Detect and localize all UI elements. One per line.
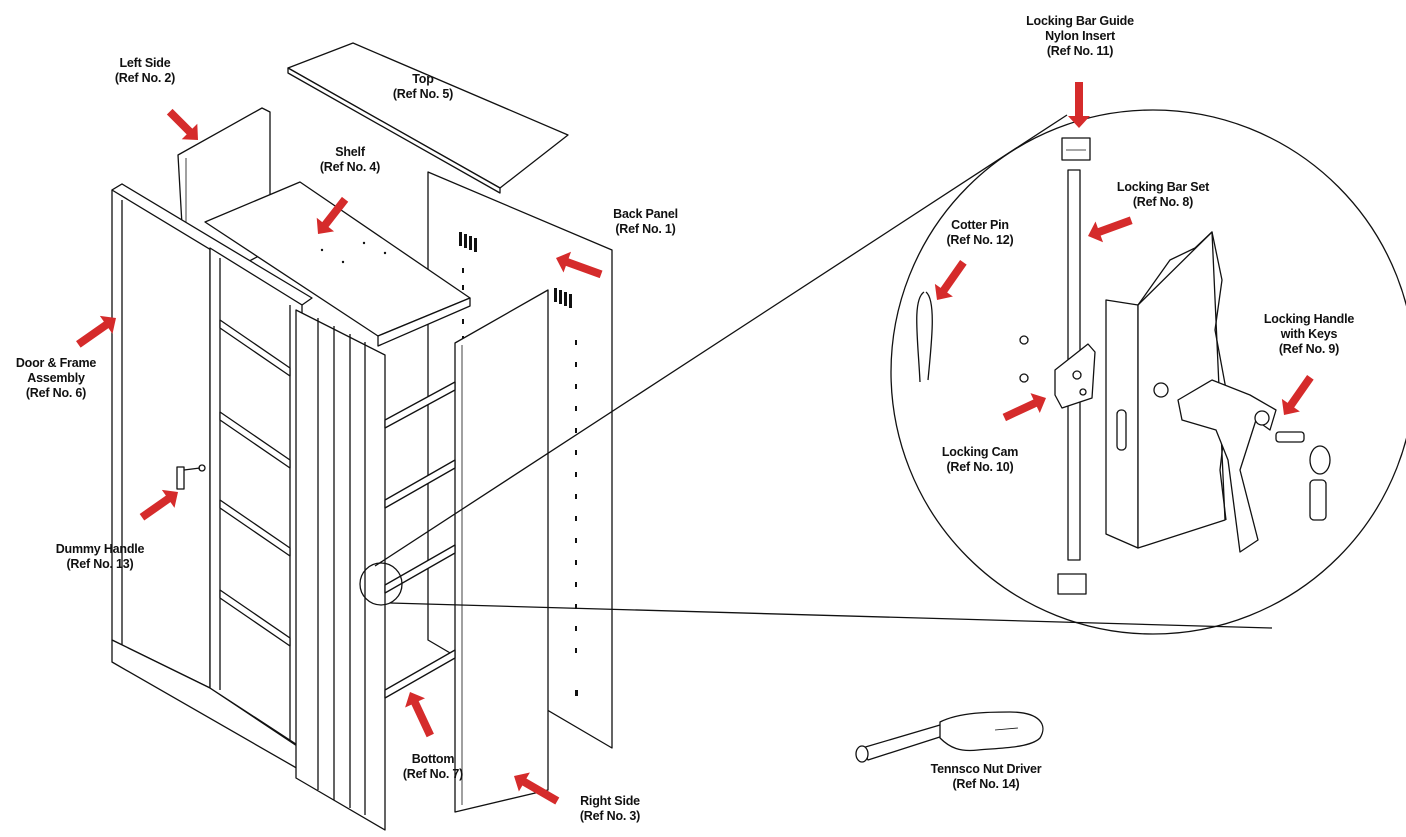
locking-mechanism bbox=[916, 137, 1331, 595]
top-panel bbox=[287, 42, 569, 194]
right-side-panel bbox=[454, 289, 549, 813]
label-left-side: Left Side(Ref No. 2) bbox=[114, 56, 176, 85]
label-dummy-handle: Dummy Handle(Ref No. 13) bbox=[55, 542, 145, 571]
label-shelf: Shelf(Ref No. 4) bbox=[319, 145, 381, 174]
label-bottom: Bottom(Ref No. 7) bbox=[402, 752, 464, 781]
label-nut-driver: Tennsco Nut Driver(Ref No. 14) bbox=[930, 762, 1042, 791]
label-locking-cam: Locking Cam(Ref No. 10) bbox=[941, 445, 1019, 474]
label-locking-bar-set: Locking Bar Set(Ref No. 8) bbox=[1116, 180, 1210, 209]
label-right-side: Right Side(Ref No. 3) bbox=[579, 794, 641, 823]
label-back-panel: Back Panel(Ref No. 1) bbox=[613, 207, 678, 236]
cabinet-frame bbox=[111, 183, 456, 831]
detail-callout bbox=[359, 109, 1406, 635]
label-cotter-pin: Cotter Pin(Ref No. 12) bbox=[946, 218, 1014, 247]
shelf-panel bbox=[204, 181, 471, 347]
label-top: Top(Ref No. 5) bbox=[392, 72, 454, 101]
nut-driver bbox=[855, 711, 1044, 763]
callout-arrows bbox=[76, 82, 1314, 805]
